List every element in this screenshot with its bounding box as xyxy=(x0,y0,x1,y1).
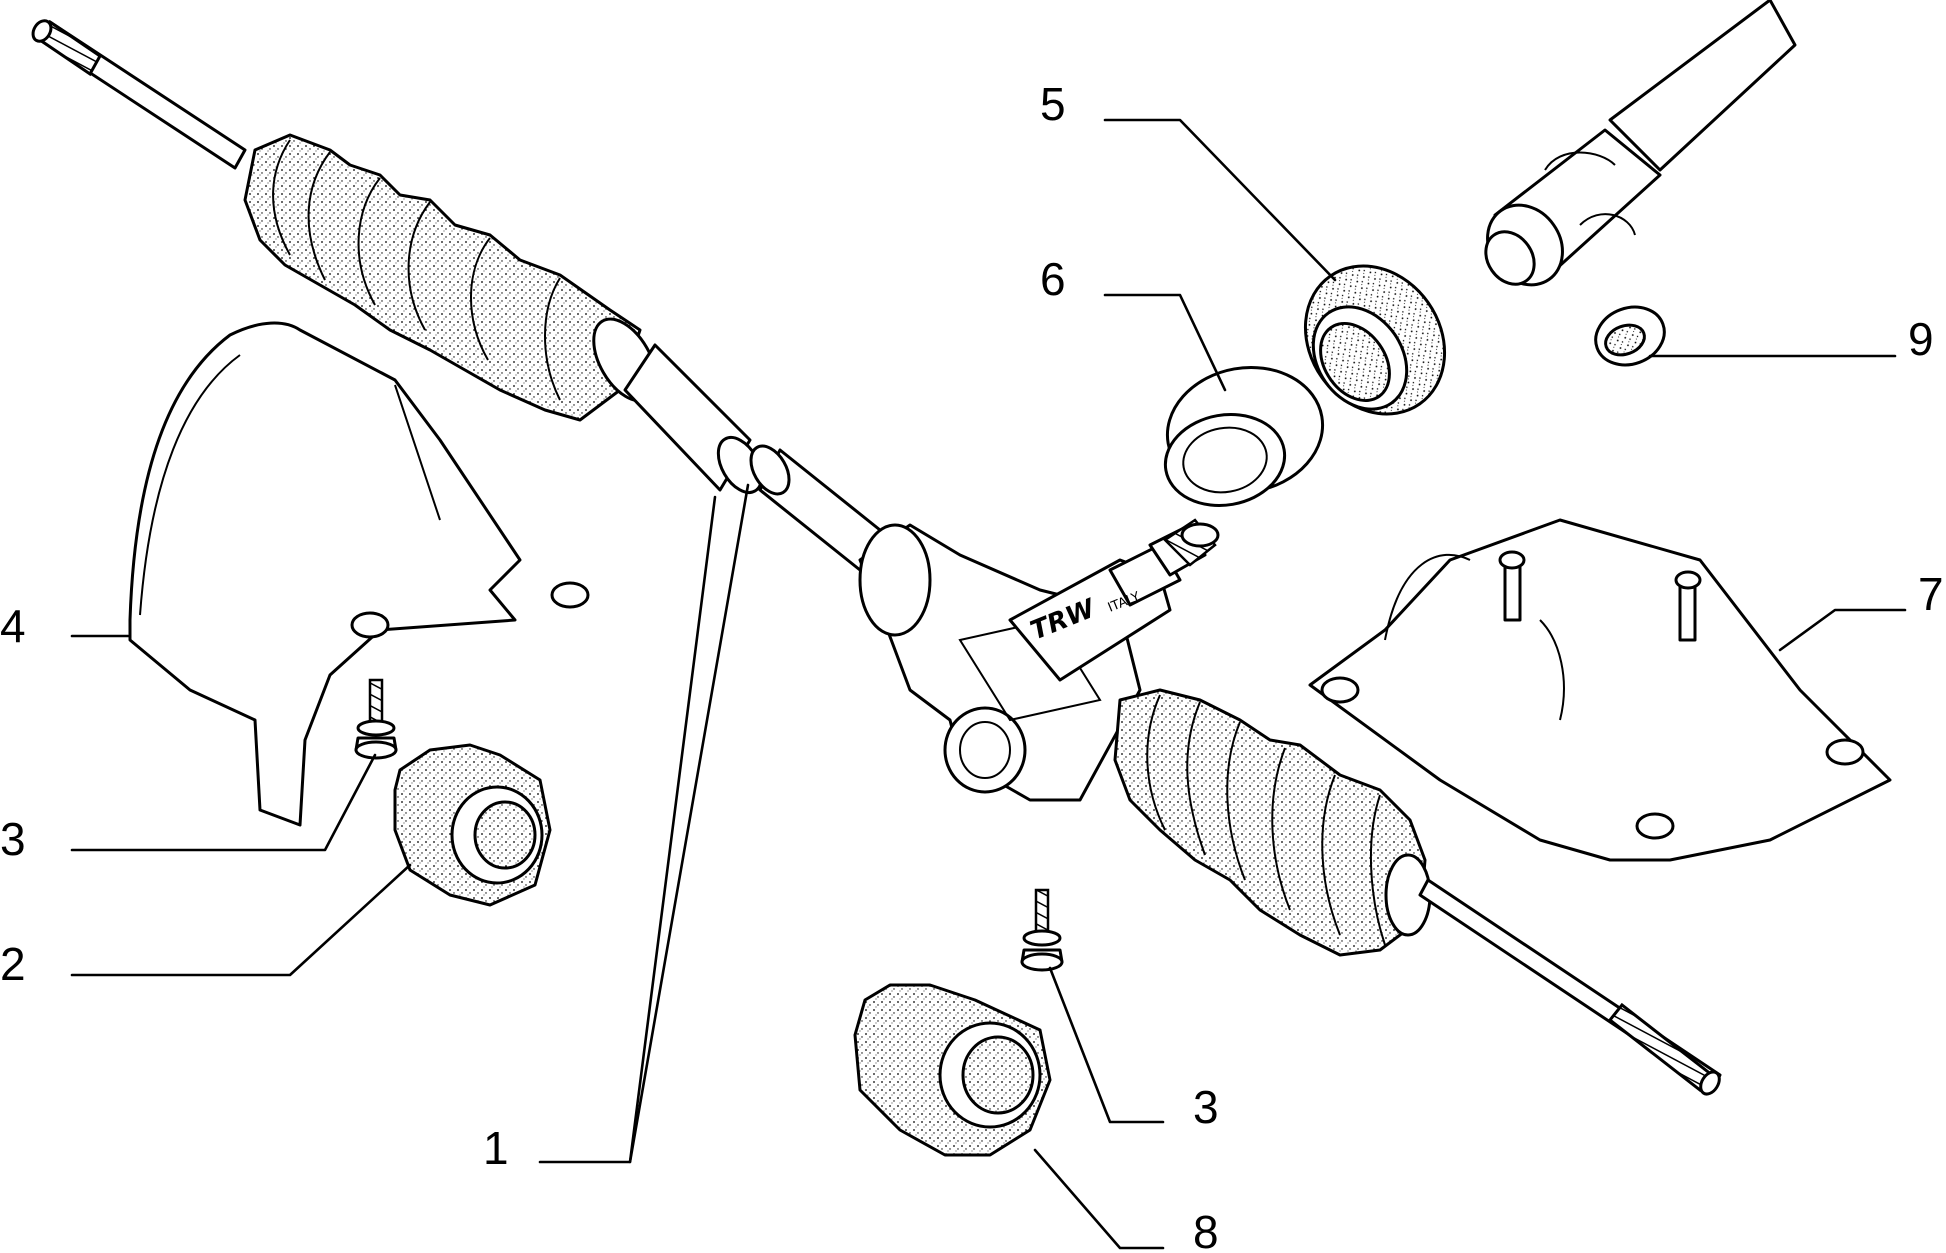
callout-8: 8 xyxy=(1193,1206,1219,1253)
callout-2: 2 xyxy=(0,938,26,990)
rubber-bushing-left xyxy=(393,743,552,907)
leader-7 xyxy=(1778,608,1907,652)
pinion-bearing-cap xyxy=(1163,365,1325,508)
rack-tube xyxy=(623,343,882,572)
left-tie-rod xyxy=(31,19,247,170)
right-tie-rod xyxy=(1418,878,1722,1096)
leader-3a xyxy=(70,753,377,852)
rubber-bushing-right xyxy=(853,983,1052,1157)
leader-2 xyxy=(70,863,412,977)
oil-seal-ring xyxy=(1303,264,1447,416)
leader-6 xyxy=(1103,293,1227,392)
dust-seal-small xyxy=(1594,305,1666,367)
callout-5: 5 xyxy=(1040,78,1066,130)
bolt-washer-left xyxy=(354,678,398,760)
callout-labels: 1 2 3 3 4 5 6 7 8 9 xyxy=(0,78,1944,1253)
callout-9: 9 xyxy=(1908,313,1934,365)
leader-lines xyxy=(70,118,1907,1250)
callout-4: 4 xyxy=(0,600,26,652)
mounting-clamp xyxy=(1308,518,1892,862)
bolt-washer-right xyxy=(1020,888,1064,972)
right-rubber-boot xyxy=(1113,688,1432,957)
callout-6: 6 xyxy=(1040,253,1066,305)
leader-5 xyxy=(1103,118,1337,282)
leader-1b xyxy=(628,495,717,1164)
steering-shaft-universal-joint xyxy=(1484,0,1797,287)
callout-3-left: 3 xyxy=(0,813,26,865)
rack-housing xyxy=(858,523,1142,802)
callout-3-right: 3 xyxy=(1193,1081,1219,1133)
leader-3b xyxy=(1048,966,1165,1124)
leader-8 xyxy=(1033,1148,1165,1250)
pinion-housing xyxy=(1008,518,1220,682)
rack-shield-cover xyxy=(128,321,590,827)
callout-1: 1 xyxy=(483,1122,509,1174)
callout-7: 7 xyxy=(1918,568,1944,620)
